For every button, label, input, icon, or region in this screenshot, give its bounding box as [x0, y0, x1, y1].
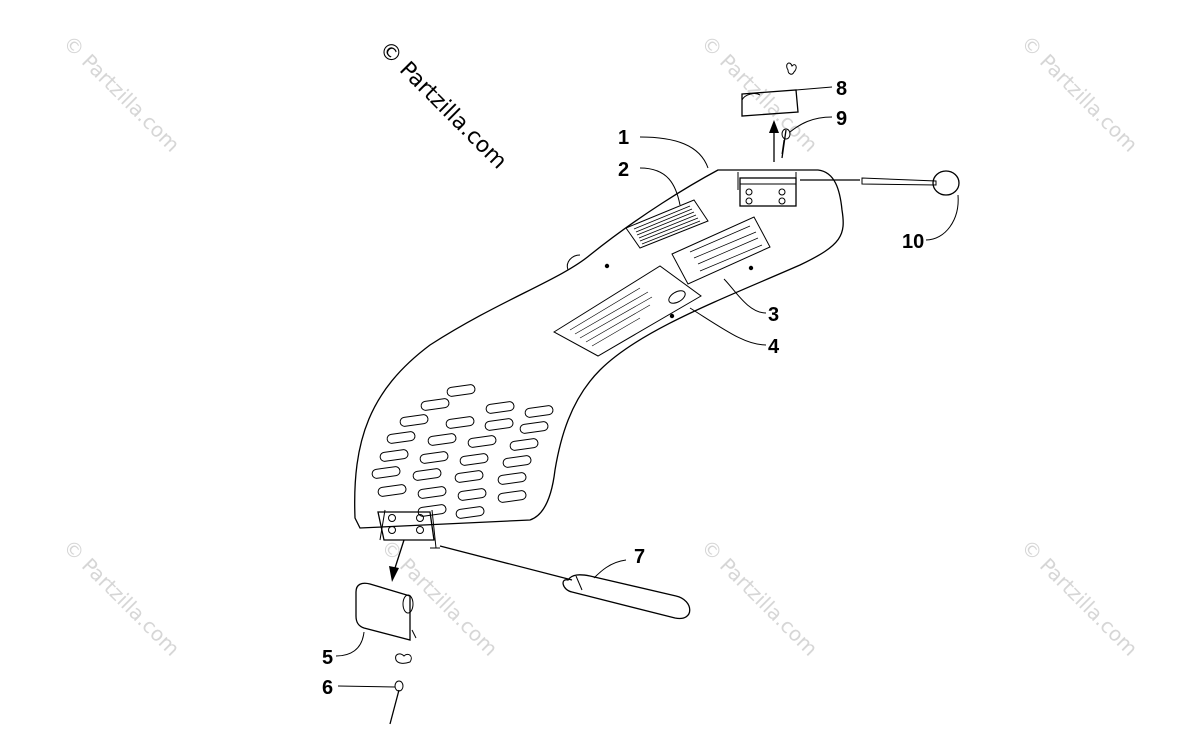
part-10-pin [800, 170, 960, 196]
assembly-arrow-up [769, 120, 779, 162]
leader-lines [335, 86, 959, 688]
part-7-pin [439, 545, 691, 620]
callout-1: 1 [618, 127, 629, 149]
decal-2 [625, 199, 709, 249]
lower-hinge [377, 509, 440, 549]
callout-7: 7 [634, 546, 645, 568]
callout-9: 9 [836, 108, 847, 130]
callout-numbers: 1 2 3 4 5 6 7 8 9 10 [322, 78, 924, 699]
assembly-arrow-down [389, 539, 405, 582]
decal-3 [671, 216, 771, 285]
callout-10: 10 [902, 231, 924, 253]
watermark: © Partzilla.com [58, 535, 184, 661]
part-5-hinge-cap [355, 582, 417, 641]
watermark: © Partzilla.com [1016, 535, 1142, 661]
watermark: © Partzilla.com [696, 31, 822, 157]
running-board-panel [354, 169, 844, 529]
callout-3: 3 [768, 304, 779, 326]
watermark: © Partzilla.com [1016, 31, 1142, 157]
vent-slots [371, 384, 554, 519]
watermark: © Partzilla.com [58, 31, 184, 157]
part-8-hinge-cap [741, 62, 799, 117]
callout-5: 5 [322, 647, 333, 669]
callout-6: 6 [322, 677, 333, 699]
callout-8: 8 [836, 78, 847, 100]
part-6-rivet [389, 653, 412, 725]
decal-4 [553, 265, 702, 357]
watermark: © Partzilla.com [376, 535, 502, 661]
upper-hinge [737, 172, 797, 207]
watermark: © Partzilla.com [696, 535, 822, 661]
watermarks: © Partzilla.com © Partzilla.com © Partzi… [58, 31, 1142, 661]
copyright-text: © Partzilla.com [374, 37, 512, 175]
part-9-rivet [781, 128, 791, 159]
callout-4: 4 [768, 336, 780, 358]
callout-2: 2 [618, 159, 629, 181]
